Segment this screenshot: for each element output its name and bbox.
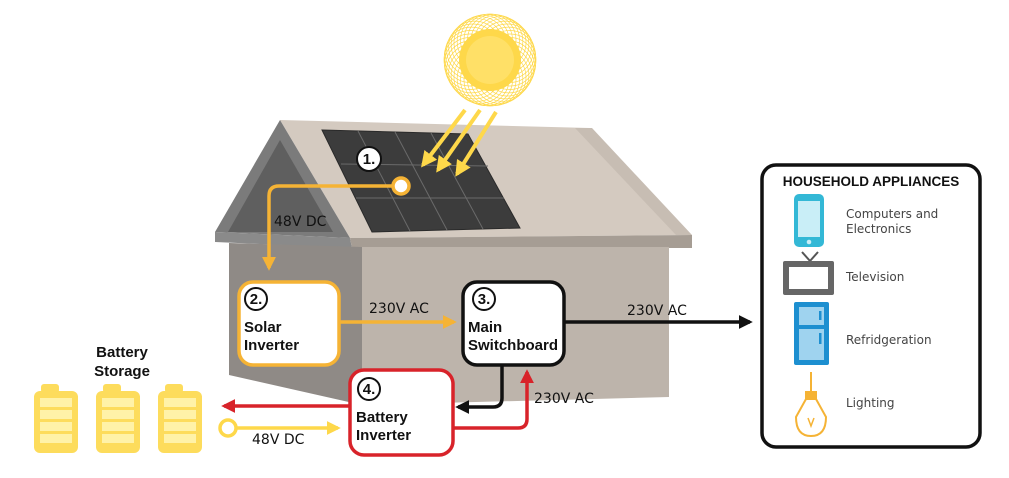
appliances-title: HOUSEHOLD APPLIANCES <box>783 174 960 189</box>
ac-flow-battery-inverter-to-switchboard <box>453 369 534 430</box>
solar-inverter-label-line2: Inverter <box>244 337 299 354</box>
appliance-label-refrigeration: Refridgeration <box>846 333 932 347</box>
flow-label-230v-ac-inverter: 230V AC <box>369 301 429 317</box>
battery-icon <box>34 384 78 453</box>
battery-icon <box>158 384 202 453</box>
flow-label-230v-ac-appliances: 230V AC <box>627 303 687 319</box>
sun-icon <box>443 13 537 107</box>
appliance-label-computers: Computers and <box>846 207 938 221</box>
flow-label-48v-dc-panel: 48V DC <box>274 214 327 230</box>
step-3-number: 3. <box>478 291 491 308</box>
battery-icon <box>96 384 140 453</box>
main-switchboard-box: 3. Main Switchboard <box>461 280 566 367</box>
switchboard-label-line1: Main <box>468 319 502 336</box>
battery-inverter-box: 4. Battery Inverter <box>348 368 455 457</box>
light-bulb-icon <box>794 372 828 438</box>
sunlight-arrows <box>421 108 498 177</box>
step-4-number: 4. <box>363 381 376 398</box>
battery-inverter-label-line2: Inverter <box>356 427 411 444</box>
flow-label-230v-ac-battery: 230V AC <box>534 391 594 407</box>
phone-icon <box>794 194 824 247</box>
solar-inverter-box: 2. Solar Inverter <box>237 280 341 367</box>
battery-inverter-label-line1: Battery <box>356 409 408 426</box>
refrigerator-icon <box>794 302 829 365</box>
switchboard-label-line2: Switchboard <box>468 337 558 354</box>
step-1-number: 1. <box>363 151 376 168</box>
appliance-label-electronics: Electronics <box>846 222 911 236</box>
appliance-label-television: Television <box>845 270 904 284</box>
connection-node <box>391 176 411 196</box>
step-1-badge: 1. <box>356 146 382 172</box>
household-appliances-panel: HOUSEHOLD APPLIANCES Computers and Elect… <box>760 163 982 449</box>
flow-label-48v-dc-battery: 48V DC <box>252 432 305 448</box>
appliance-label-lighting: Lighting <box>846 396 895 410</box>
dc-flow-battery-to-inverter <box>218 418 341 438</box>
battery-storage-label-line2: Storage <box>94 363 150 380</box>
solar-inverter-label-line1: Solar <box>244 319 282 336</box>
connection-node <box>218 418 238 438</box>
battery-storage-label-line1: Battery <box>96 344 148 361</box>
dc-flow-panel-to-inverter <box>262 176 411 271</box>
step-2-number: 2. <box>250 291 263 308</box>
ac-flow-switchboard-to-battery-inverter <box>455 364 504 414</box>
television-icon <box>783 251 834 295</box>
